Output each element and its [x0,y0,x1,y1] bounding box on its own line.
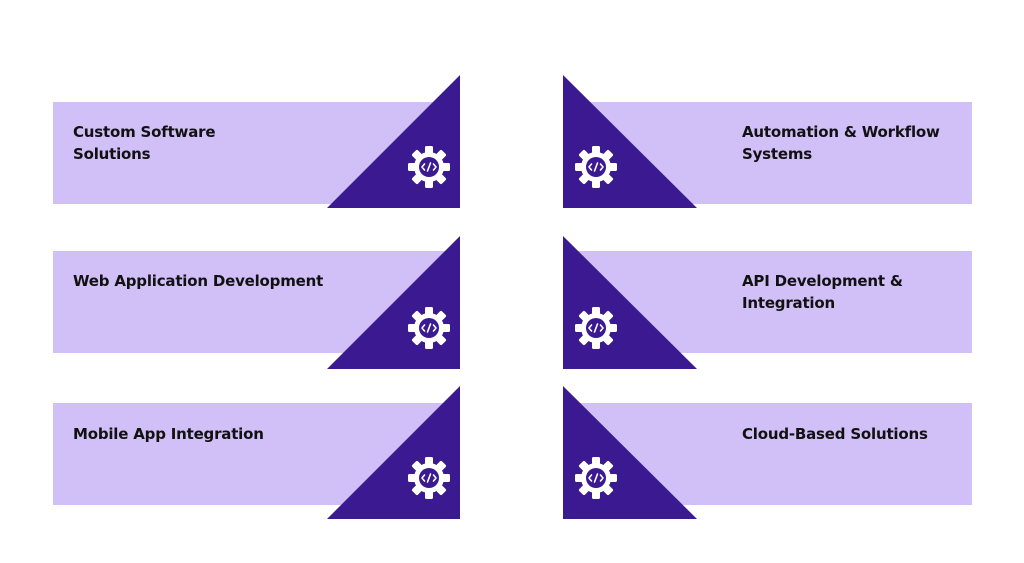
service-label: API Development & Integration [742,272,903,312]
service-label: Custom Software Solutions [73,123,216,163]
service-label: Cloud-Based Solutions [742,425,928,443]
gear-code-icon [574,145,618,189]
gear-code-icon [574,456,618,500]
gear-code-icon [407,306,451,350]
gear-code-icon [407,456,451,500]
service-label: Mobile App Integration [73,425,264,443]
service-label: Automation & Workflow Systems [742,123,940,163]
service-label: Web Application Development [73,272,324,290]
gear-code-icon [574,306,618,350]
gear-code-icon [407,145,451,189]
